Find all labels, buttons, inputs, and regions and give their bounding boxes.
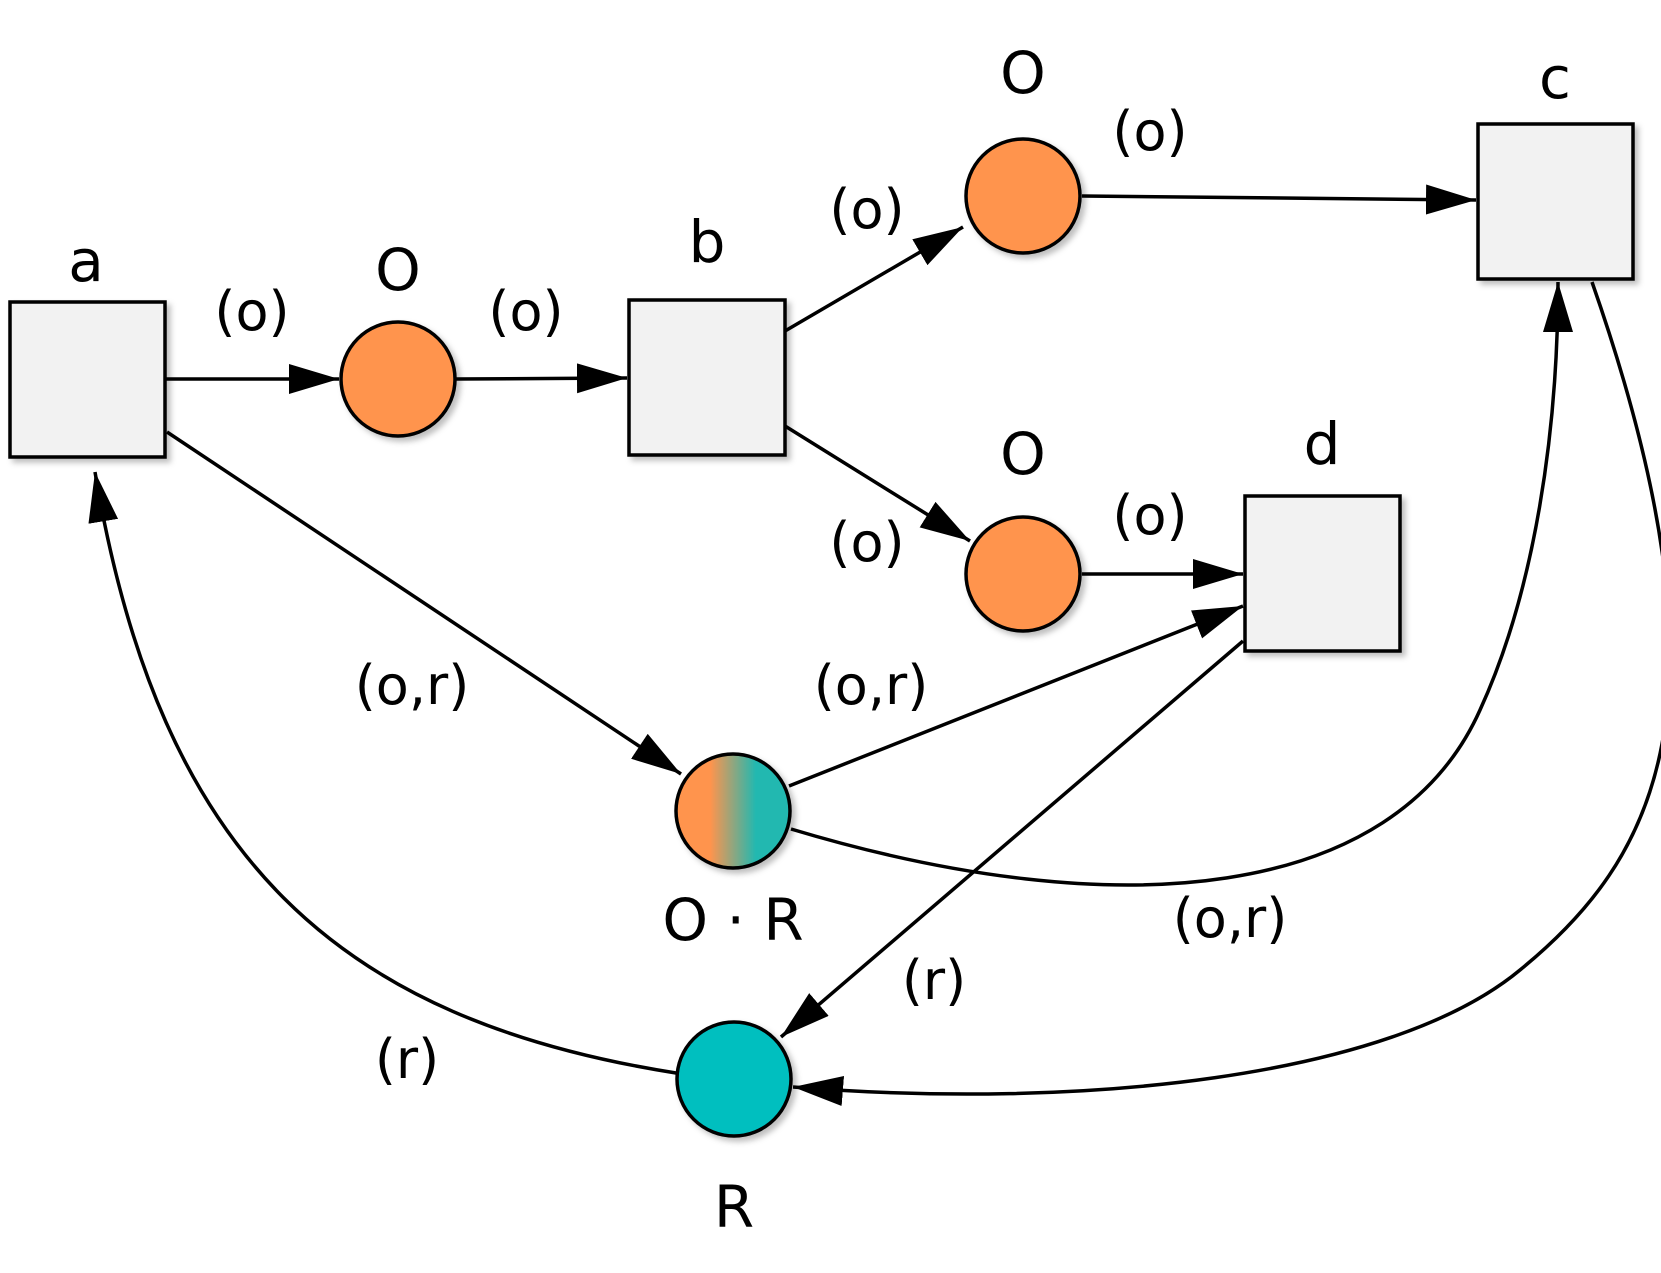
label-edge-b-o2: (o) — [829, 178, 904, 241]
label-transition-d: d — [1304, 410, 1341, 478]
place-or[interactable] — [674, 752, 792, 870]
label-place-o3: O — [1000, 420, 1046, 488]
place-r[interactable] — [675, 1020, 793, 1138]
edge-b-o2 — [784, 225, 964, 333]
label-place-or: O · R — [662, 886, 803, 954]
label-edge-d-r: (r) — [902, 949, 966, 1012]
label-place-o1: O — [375, 236, 421, 304]
edge-a-or — [166, 430, 682, 776]
edge-r-a — [88, 471, 677, 1075]
place-o1[interactable] — [339, 320, 457, 438]
transition-b[interactable] — [627, 298, 787, 457]
transitions — [8, 122, 1635, 653]
edge-or-d — [788, 604, 1244, 788]
place-o3[interactable] — [964, 515, 1082, 633]
edge-o1-b — [455, 363, 628, 394]
node-labels: a b c d O O O O · R R — [68, 39, 1571, 1241]
label-edge-a-or: (o,r) — [355, 654, 470, 717]
label-edge-or-d: (o,r) — [814, 654, 929, 717]
transition-c[interactable] — [1476, 122, 1635, 281]
transition-d[interactable] — [1243, 494, 1402, 653]
label-place-o2: O — [1000, 39, 1046, 107]
label-transition-b: b — [689, 208, 726, 276]
edge-d-r — [779, 639, 1245, 1039]
edge-c-r — [792, 281, 1661, 1106]
edge-b-o3 — [784, 424, 971, 543]
label-edge-o2-c: (o) — [1112, 100, 1187, 163]
label-edge-o3-d: (o) — [1112, 484, 1187, 547]
edge-o2-c — [1081, 184, 1477, 215]
label-transition-c: c — [1539, 44, 1571, 112]
label-edge-b-o3: (o) — [829, 511, 904, 574]
transition-a[interactable] — [8, 300, 167, 459]
edges — [88, 184, 1661, 1106]
label-place-r: R — [714, 1173, 754, 1241]
label-edge-o1-b: (o) — [488, 280, 563, 343]
label-edge-a-o1: (o) — [214, 280, 289, 343]
edge-or-c — [790, 281, 1573, 887]
label-edge-or-c: (o,r) — [1173, 887, 1288, 950]
place-o2[interactable] — [964, 137, 1082, 255]
edge-labels: (o) (o) (o) (o) (o) (o) (o,r) (o,r) (o,r… — [214, 100, 1287, 1091]
places — [339, 137, 1082, 1138]
label-edge-r-a: (r) — [375, 1028, 439, 1091]
label-transition-a: a — [68, 227, 104, 295]
